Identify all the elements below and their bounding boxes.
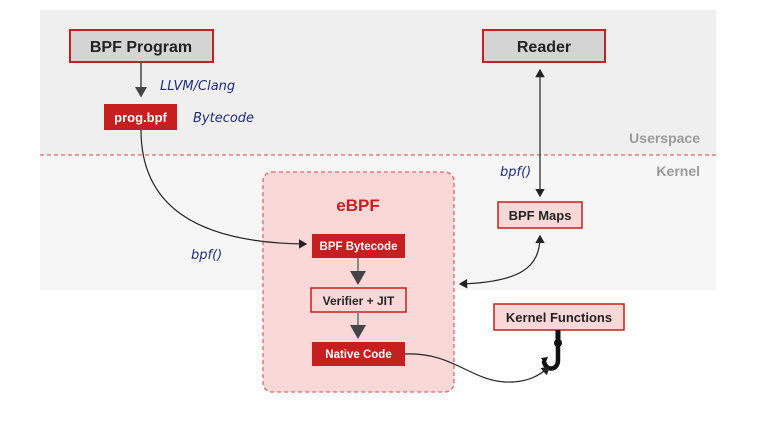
bpf-bytecode-box: [312, 234, 405, 258]
hook-icon: [541, 330, 562, 371]
kernel-label: Kernel: [656, 163, 700, 179]
kernel-functions-label: Kernel Functions: [506, 310, 612, 325]
ebpf-title: eBPF: [336, 196, 379, 215]
bpf-syscall-load-label: bpf(): [191, 248, 222, 263]
bpf-bytecode-label: BPF Bytecode: [320, 241, 398, 253]
userspace-label: Userspace: [629, 130, 700, 146]
prog-bpf-label: prog.bpf: [114, 110, 167, 125]
llvm-clang-label: LLVM/Clang: [160, 79, 235, 94]
bpf-syscall-read-label: bpf(): [500, 165, 531, 180]
verifier-jit-box: [310, 287, 407, 313]
bpf-program-label: BPF Program: [90, 39, 192, 56]
ebpf-maps-arrow: [458, 234, 545, 289]
load-program-arrow: [140, 129, 308, 249]
attach-hook-arrow: [404, 353, 550, 383]
reader-box: [482, 29, 606, 63]
bpf-maps-label: BPF Maps: [509, 208, 572, 223]
bpf-maps-box: [497, 201, 583, 229]
bytecode-label: Bytecode: [193, 111, 254, 126]
verifier-jit-label: Verifier + JIT: [323, 294, 395, 308]
native-code-box: [312, 342, 405, 366]
native-code-label: Native Code: [325, 349, 391, 361]
prog-bpf-box: [104, 104, 177, 130]
reader-label: Reader: [517, 39, 571, 56]
